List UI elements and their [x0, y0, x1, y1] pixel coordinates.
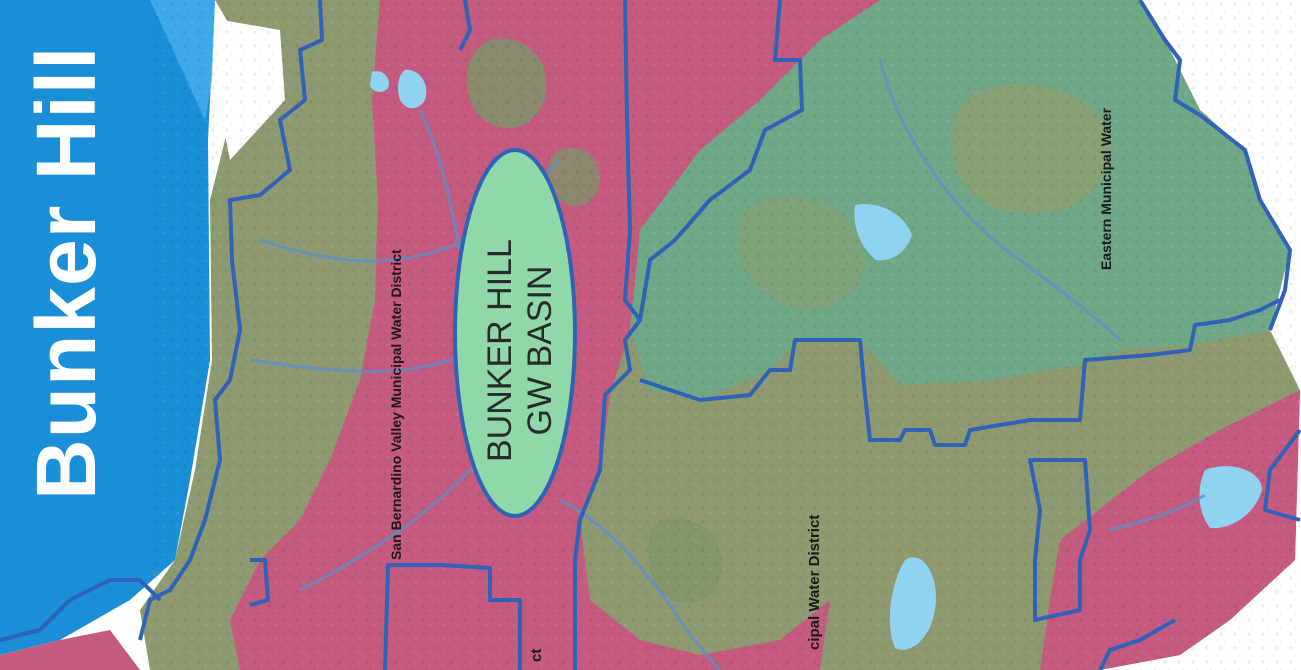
- district-label-sbvmwd: San Bernardino Valley Municipal Water Di…: [388, 249, 404, 560]
- water-body: [370, 71, 389, 92]
- map-texture: [150, 0, 1301, 670]
- water-body: [397, 69, 427, 109]
- basin-label: BUNKER HILL GW BASIN: [480, 239, 560, 462]
- district-label-bottom-fragment: ct: [528, 648, 545, 662]
- side-title: Bunker Hill: [19, 45, 113, 500]
- basin-label-line1: BUNKER HILL: [481, 239, 519, 462]
- district-label-western-fragment: cipal Water District: [806, 514, 823, 650]
- urban-area: [0, 630, 140, 670]
- basin-ellipse: [453, 148, 577, 518]
- water-body: [1199, 466, 1262, 529]
- basin-label-line2: GW BASIN: [521, 265, 559, 436]
- district-label-eastern: Eastern Municipal Water: [1098, 107, 1114, 270]
- water-body: [854, 204, 912, 261]
- water-body: [889, 557, 936, 650]
